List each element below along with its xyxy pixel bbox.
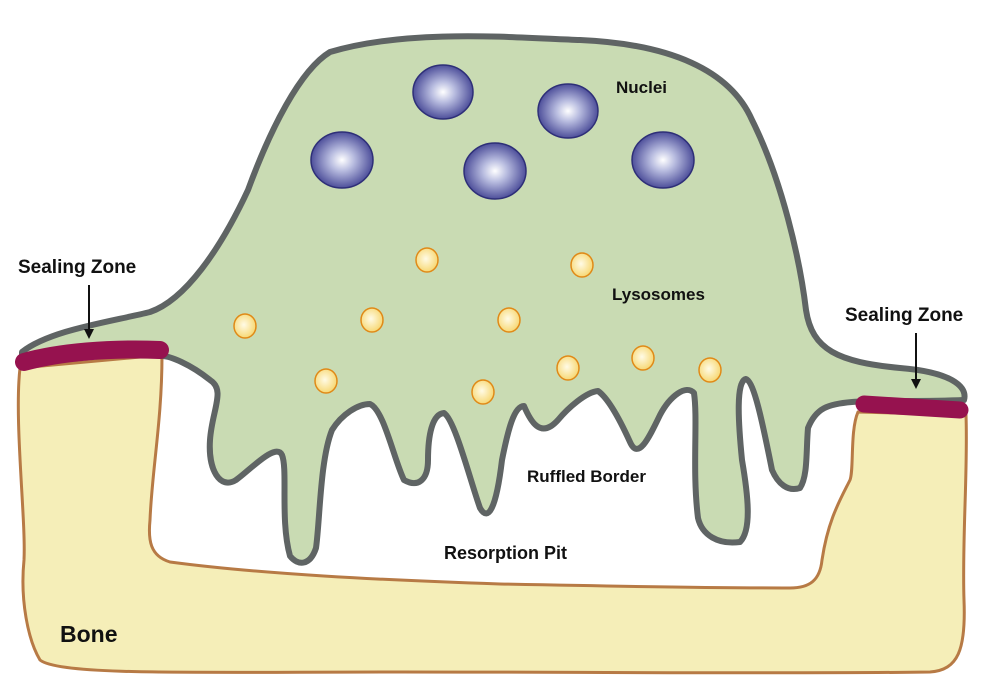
- label-bone: Bone: [60, 621, 118, 647]
- lysosome: [571, 253, 593, 277]
- nucleus: [538, 84, 598, 138]
- lysosome: [315, 369, 337, 393]
- lysosome: [416, 248, 438, 272]
- lysosome: [557, 356, 579, 380]
- label-sealing-zone-right: Sealing Zone: [845, 305, 963, 326]
- nucleus: [311, 132, 373, 188]
- lysosome: [498, 308, 520, 332]
- sealing-zone-right: [864, 404, 960, 410]
- lysosome: [234, 314, 256, 338]
- nucleus: [413, 65, 473, 119]
- osteoclast-cell: [22, 36, 965, 562]
- lysosome: [472, 380, 494, 404]
- label-ruffled-border: Ruffled Border: [527, 467, 646, 486]
- label-sealing-zone-left: Sealing Zone: [18, 257, 136, 278]
- lysosome: [632, 346, 654, 370]
- lysosome: [699, 358, 721, 382]
- nucleus: [632, 132, 694, 188]
- label-lysosomes: Lysosomes: [612, 285, 705, 304]
- lysosome: [361, 308, 383, 332]
- label-resorption-pit: Resorption Pit: [444, 543, 567, 563]
- nucleus: [464, 143, 526, 199]
- label-nuclei: Nuclei: [616, 78, 667, 97]
